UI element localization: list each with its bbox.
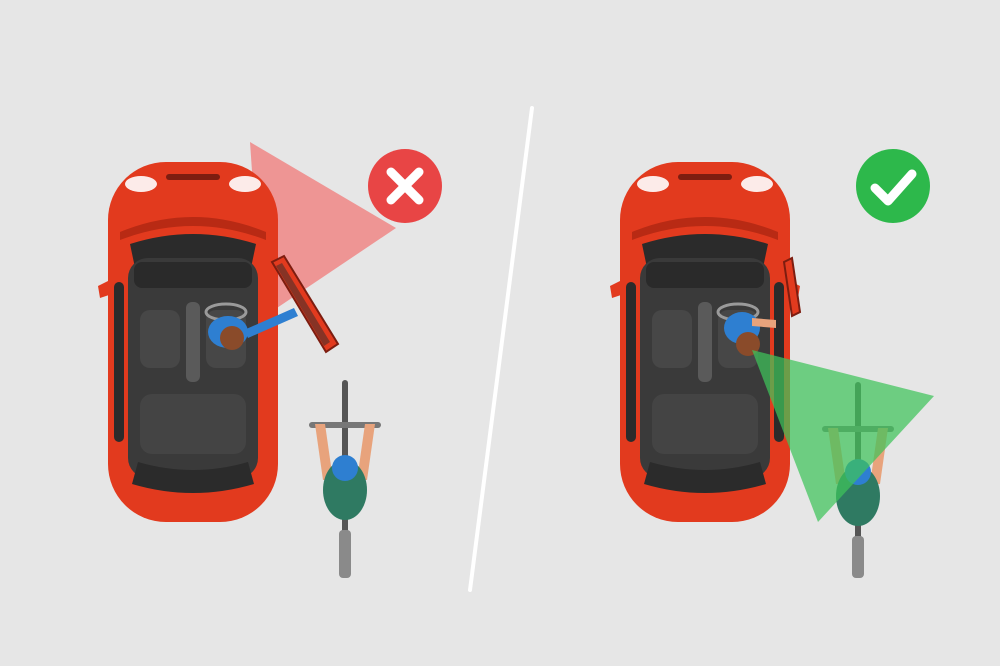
open-door-slight bbox=[782, 256, 802, 318]
check-badge bbox=[856, 149, 930, 223]
driver-head-right bbox=[736, 332, 760, 356]
driver-head bbox=[220, 326, 244, 350]
panel-wrong bbox=[98, 142, 442, 578]
driver-arm-right bbox=[752, 318, 776, 328]
x-icon bbox=[386, 167, 424, 205]
check-icon bbox=[870, 169, 917, 206]
x-badge bbox=[368, 149, 442, 223]
car-right bbox=[610, 162, 800, 522]
panel-right bbox=[610, 149, 934, 578]
car-wrong bbox=[98, 162, 298, 522]
door-window bbox=[276, 263, 330, 346]
panel-divider bbox=[468, 106, 534, 592]
driver-arm bbox=[244, 308, 298, 338]
sightline-wedge-green bbox=[752, 350, 934, 522]
cyclist-left bbox=[309, 380, 381, 578]
